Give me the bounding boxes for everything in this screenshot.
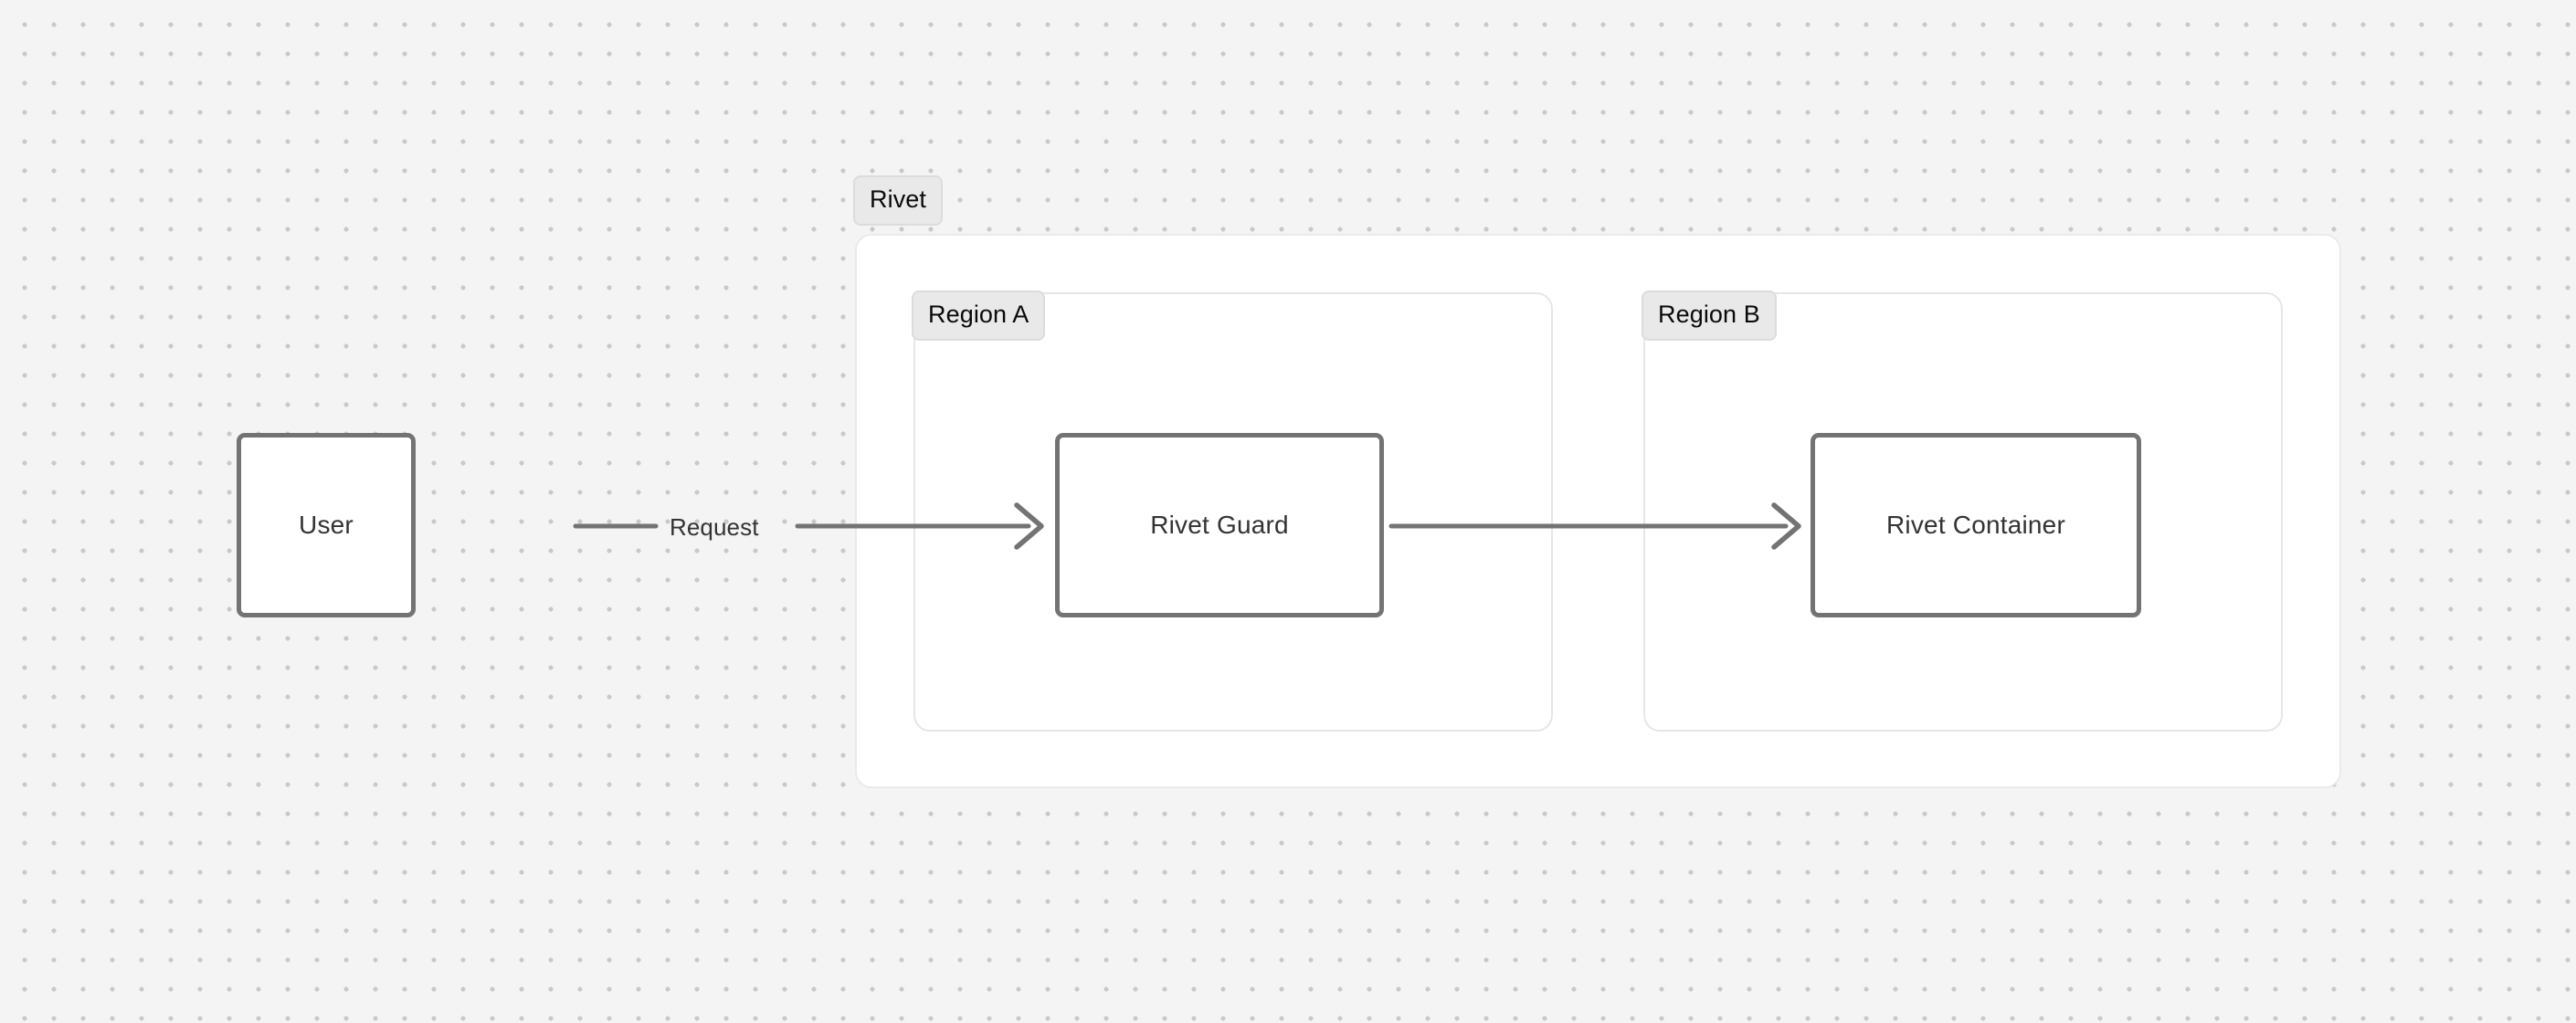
group-label-region-a[interactable]: Region A xyxy=(912,290,1046,341)
group-label-region-b[interactable]: Region B xyxy=(1642,290,1777,341)
edge-label-request[interactable]: Request xyxy=(670,513,759,541)
node-label: Rivet Guard xyxy=(1150,511,1289,539)
node-rivet-guard[interactable]: Rivet Guard xyxy=(1055,433,1384,617)
group-label-rivet[interactable]: Rivet xyxy=(853,175,944,226)
node-label: Rivet Container xyxy=(1886,511,2065,539)
node-user[interactable]: User xyxy=(237,433,416,617)
node-rivet-container[interactable]: Rivet Container xyxy=(1811,433,2141,617)
node-label: User xyxy=(299,511,354,539)
